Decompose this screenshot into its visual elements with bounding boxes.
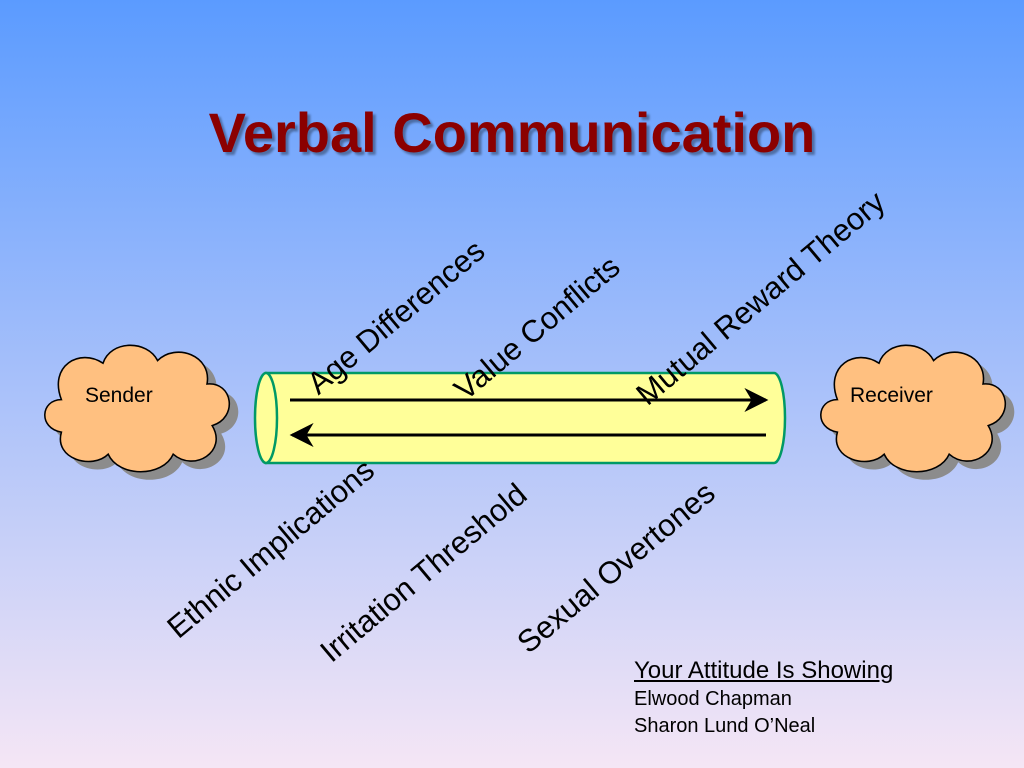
- communication-pipe: [253, 371, 787, 465]
- source-citation: Your Attitude Is Showing Elwood Chapman …: [634, 656, 893, 740]
- citation-book-title: Your Attitude Is Showing: [634, 657, 894, 684]
- citation-author: Elwood Chapman: [634, 688, 792, 710]
- citation-author: Sharon Lund O’Neal: [634, 715, 816, 737]
- receiver-label: Receiver: [850, 384, 933, 407]
- sender-label: Sender: [85, 384, 153, 407]
- slide-title: Verbal Communication: [208, 101, 816, 164]
